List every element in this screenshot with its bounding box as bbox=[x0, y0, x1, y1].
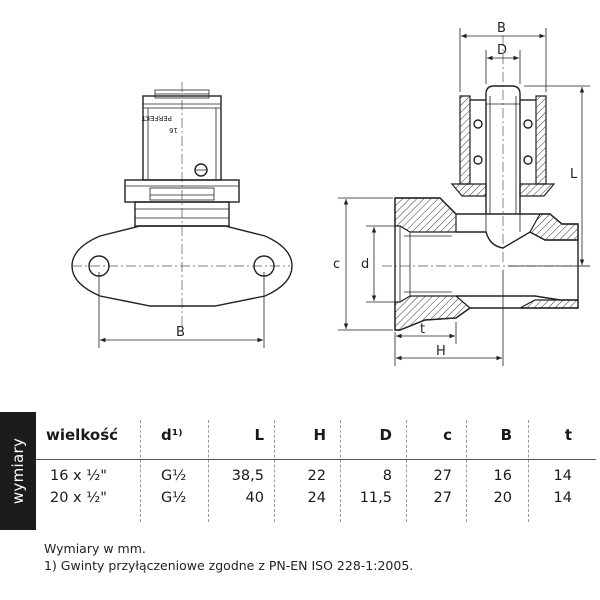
header-h: H bbox=[313, 426, 326, 444]
sleeve-section-right bbox=[519, 95, 556, 197]
dimension-c: c bbox=[333, 197, 393, 331]
technical-drawing: PERFEKT 16 B bbox=[71, 21, 590, 366]
fitting-body bbox=[394, 197, 579, 331]
header-b: B bbox=[500, 426, 512, 444]
cell-h: 24 bbox=[307, 490, 326, 506]
front-view: PERFEKT 16 B bbox=[71, 82, 293, 348]
cell-c: 27 bbox=[433, 490, 452, 506]
column-divider bbox=[406, 420, 407, 522]
section-view: B D L c d bbox=[333, 21, 590, 366]
dim-label-c: c bbox=[333, 257, 340, 272]
dimension-d-lower: d bbox=[361, 225, 398, 303]
dimension-b-front: B bbox=[98, 272, 265, 348]
dim-label-l: L bbox=[570, 167, 578, 182]
column-divider bbox=[140, 420, 141, 522]
dim-label-b-front: B bbox=[176, 325, 185, 340]
column-divider bbox=[528, 420, 529, 522]
column-divider bbox=[466, 420, 467, 522]
dim-label-h: H bbox=[436, 344, 446, 359]
thread-footnote: 1) Gwinty przyłączeniowe zgodne z PN-EN … bbox=[44, 558, 414, 573]
cell-thread: G½ bbox=[161, 490, 187, 506]
dimensions-table: wymiary wielkość d¹⁾ L H D c B t 16 x ½"… bbox=[0, 412, 600, 530]
header-size: wielkość bbox=[46, 426, 119, 444]
header-d-thread: d¹⁾ bbox=[161, 426, 183, 444]
dimension-l: L bbox=[508, 85, 590, 267]
o-ring-left-upper bbox=[473, 119, 483, 129]
dimension-h: H bbox=[396, 270, 504, 366]
header-d: D bbox=[379, 426, 392, 444]
cell-b: 16 bbox=[493, 468, 512, 484]
press-sleeve: PERFEKT 16 bbox=[141, 89, 222, 181]
insert-tube bbox=[485, 85, 521, 214]
cell-thread: G½ bbox=[161, 468, 187, 484]
notes: Wymiary w mm. 1) Gwinty przyłączeniowe z… bbox=[44, 540, 413, 574]
size-text: 16 bbox=[169, 126, 178, 134]
cell-size: 16 x ½" bbox=[50, 468, 107, 484]
cell-h: 22 bbox=[307, 468, 326, 484]
header-c: c bbox=[443, 426, 452, 444]
dimension-b-side: B bbox=[459, 21, 547, 92]
column-divider bbox=[340, 420, 341, 522]
cell-d: 11,5 bbox=[359, 490, 392, 506]
header-t: t bbox=[564, 426, 572, 444]
dimension-t: t bbox=[394, 322, 457, 366]
side-tab: wymiary bbox=[0, 412, 36, 530]
units-note: Wymiary w mm. bbox=[44, 541, 146, 556]
dim-label-d-upper: D bbox=[497, 43, 507, 58]
dimension-d-upper: D bbox=[485, 43, 521, 84]
dim-label-t: t bbox=[420, 322, 425, 337]
dim-label-b-side: B bbox=[497, 21, 506, 36]
header-rule bbox=[36, 459, 596, 460]
column-divider bbox=[274, 420, 275, 522]
sleeve-section-left bbox=[450, 95, 487, 197]
cell-l: 38,5 bbox=[231, 468, 264, 484]
side-tab-label: wymiary bbox=[9, 437, 27, 505]
cell-b: 20 bbox=[493, 490, 512, 506]
header-l: L bbox=[254, 426, 264, 444]
brand-text: PERFEKT bbox=[141, 114, 172, 122]
column-divider bbox=[208, 420, 209, 522]
cell-l: 40 bbox=[245, 490, 264, 506]
dim-label-d-lower: d bbox=[361, 257, 369, 272]
cell-size: 20 x ½" bbox=[50, 490, 107, 506]
cell-t: 14 bbox=[553, 490, 572, 506]
cell-c: 27 bbox=[433, 468, 452, 484]
o-ring-right-upper bbox=[523, 119, 533, 129]
cell-t: 14 bbox=[553, 468, 572, 484]
o-ring-right-lower bbox=[523, 155, 533, 165]
cell-d: 8 bbox=[382, 468, 392, 484]
o-ring-left-lower bbox=[473, 155, 483, 165]
